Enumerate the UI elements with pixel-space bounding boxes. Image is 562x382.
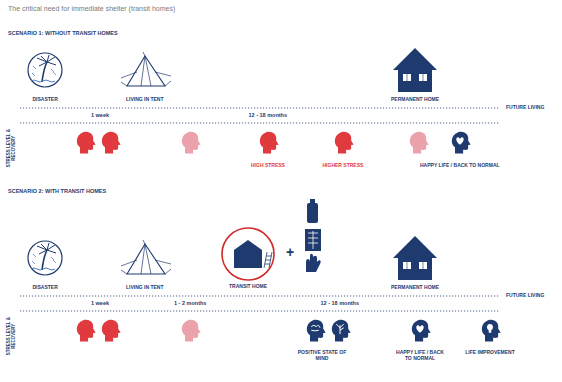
transit-home-icon xyxy=(222,228,274,280)
text-label: SCENARIO 2: WITH TRANSIT HOMES xyxy=(8,188,106,194)
illustration-part xyxy=(308,231,318,249)
illustration-part xyxy=(332,320,351,342)
illustration-part xyxy=(307,320,326,342)
illustration-part xyxy=(456,137,463,145)
text-label: PERMANENT HOME xyxy=(391,285,439,291)
text-label: + xyxy=(286,244,294,260)
text-label: LIFE IMPROVEMENT xyxy=(465,350,515,356)
illustration-part xyxy=(102,320,121,342)
illustration-part xyxy=(260,132,279,154)
illustration-part xyxy=(311,325,320,331)
illustration-part xyxy=(77,320,96,342)
illustration-part xyxy=(487,324,493,333)
text-label: 1 week xyxy=(91,300,109,306)
house-icon xyxy=(393,48,437,92)
text-label: LIVING IN TENT xyxy=(126,285,164,291)
axis-label: STRESS LEVEL & RECOVERY xyxy=(6,316,16,356)
text-label: FUTURE LIVING xyxy=(506,293,544,299)
illustration-part xyxy=(482,320,501,342)
illustration-part xyxy=(222,228,274,280)
stress-heads xyxy=(77,132,471,154)
illustration-part xyxy=(20,108,500,109)
text-label: FUTURE LIVING xyxy=(506,105,544,111)
illustration-part xyxy=(20,311,500,312)
illustration-part xyxy=(305,229,321,251)
text-label: PERMANENT HOME xyxy=(391,97,439,103)
text-label: 1 week xyxy=(91,112,109,118)
disaster-icon xyxy=(28,53,62,87)
illustration-part xyxy=(307,203,318,223)
illustration-part xyxy=(412,320,431,342)
disaster-icon xyxy=(28,241,62,275)
supplies-icons xyxy=(305,199,321,272)
text-label: POSITIVE STATE OF MIND xyxy=(297,350,347,362)
illustration-part xyxy=(264,252,272,268)
text-label: SCENARIO 1: WITHOUT TRANSIT HOMES xyxy=(8,30,118,36)
text-label: HAPPY LIFE / BACK TO NORMAL xyxy=(420,163,500,169)
illustration-part xyxy=(20,296,500,297)
illustration-part xyxy=(102,132,121,154)
illustration-part xyxy=(306,254,321,272)
text-label: DISASTER xyxy=(33,285,58,291)
text-label: HIGHER STRESS xyxy=(323,163,364,169)
text-label: DISASTER xyxy=(33,97,58,103)
illustration-part xyxy=(335,132,354,154)
text-label: TRANSIT HOME xyxy=(229,284,267,290)
illustration-part xyxy=(336,324,344,334)
timeline xyxy=(20,296,500,311)
illustration-part xyxy=(410,132,429,154)
tent-icon xyxy=(121,240,171,274)
axis-label: STRESS LEVEL & RECOVERY xyxy=(6,128,16,168)
stress-heads xyxy=(77,320,501,342)
diagram-title: The critical need for immediate shelter … xyxy=(8,5,175,13)
illustration-part xyxy=(182,320,201,342)
illustration-part xyxy=(416,325,423,333)
house-icon xyxy=(393,236,437,280)
timeline xyxy=(20,108,500,123)
text-label: HAPPY LIFE / BACK TO NORMAL xyxy=(393,350,448,362)
illustration-part xyxy=(234,240,262,268)
text-label: LIVING IN TENT xyxy=(126,97,164,103)
illustration-part xyxy=(310,199,315,203)
text-label: 12 - 18 months xyxy=(249,112,288,118)
illustration-part xyxy=(452,132,471,154)
text-label: 12 - 18 months xyxy=(321,300,360,306)
illustration-part xyxy=(182,132,201,154)
text-label: HIGH STRESS xyxy=(251,163,285,169)
illustration-part xyxy=(20,123,500,124)
illustration-part xyxy=(77,132,96,154)
tent-icon xyxy=(121,52,171,86)
text-label: 1 - 2 months xyxy=(174,300,206,306)
